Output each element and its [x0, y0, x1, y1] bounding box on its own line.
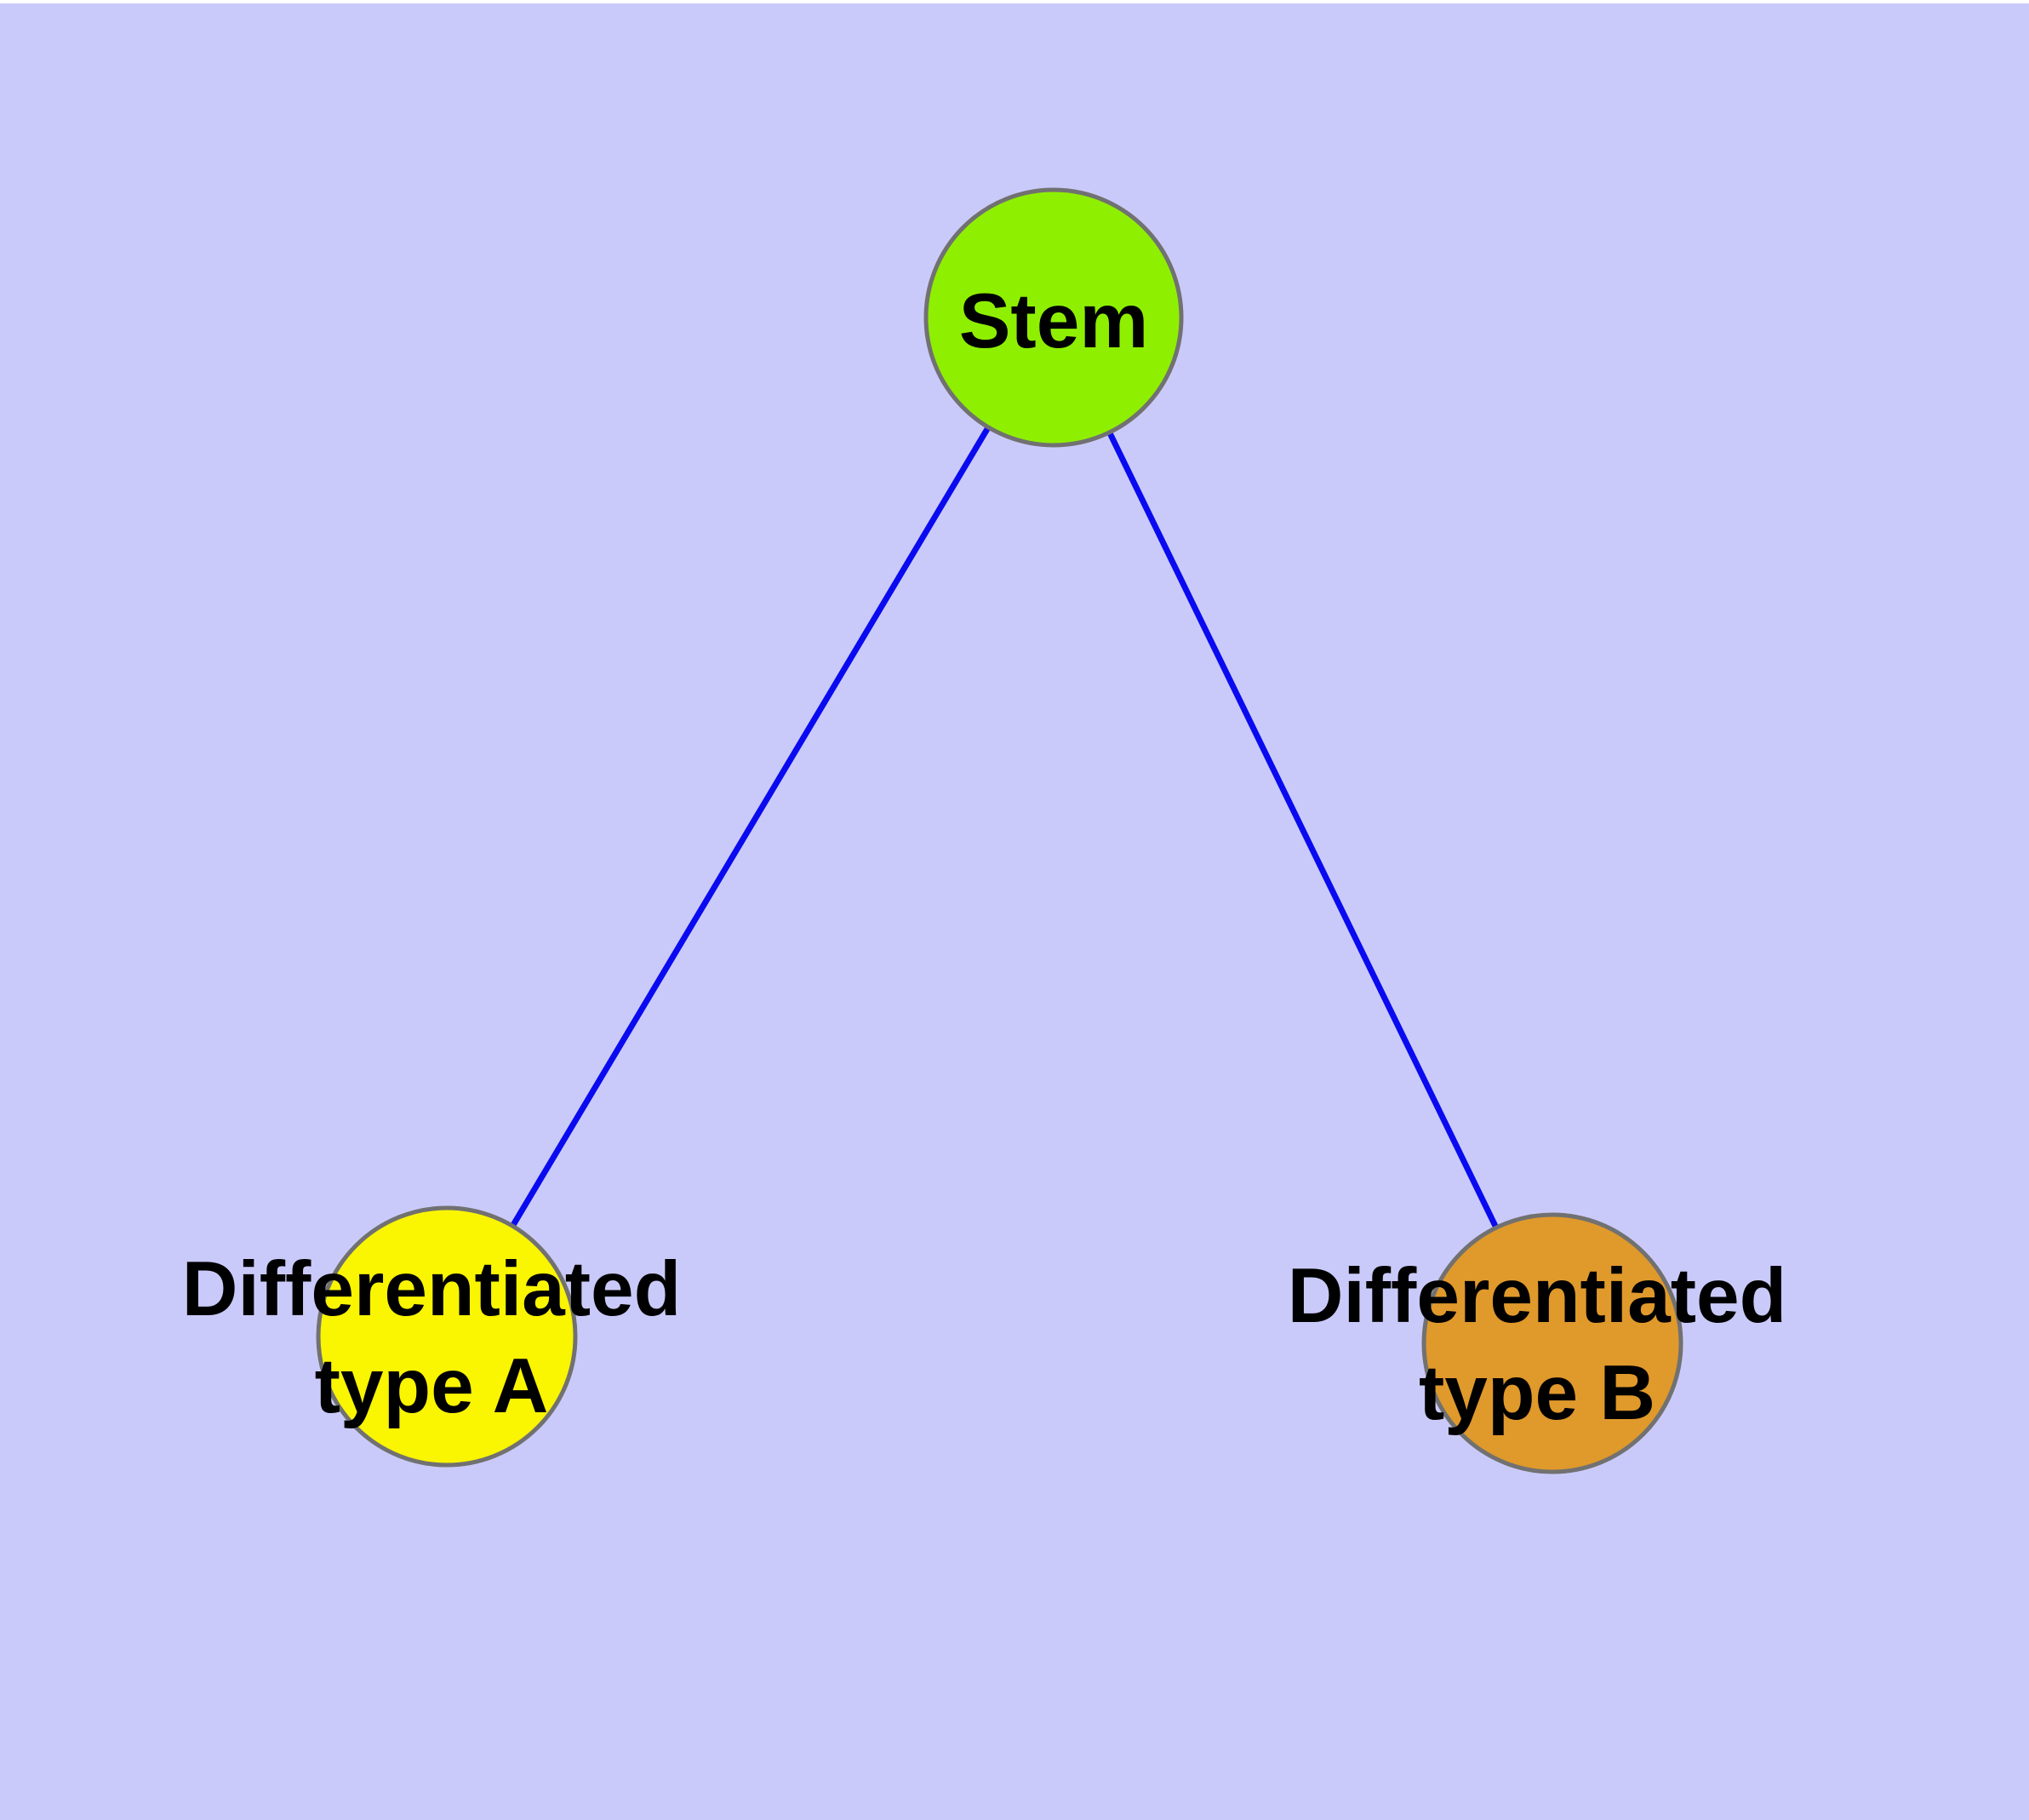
node-differentiated-type-a — [316, 1205, 578, 1468]
node-type-a-label-line1: Differentiated — [182, 1246, 682, 1332]
node-type-b-label-line2: type B — [1419, 1350, 1655, 1436]
top-margin-strip — [0, 0, 2029, 3]
edge-stem-to-type-a — [443, 316, 1057, 1338]
node-stem-label: Stem — [959, 278, 1149, 364]
node-differentiated-type-b — [1421, 1212, 1683, 1474]
node-type-a-label-line2: type A — [315, 1343, 549, 1429]
node-type-b-label-line1: Differentiated — [1288, 1253, 1787, 1339]
edge-stem-to-type-b — [1050, 316, 1556, 1345]
node-stem — [923, 187, 1184, 448]
